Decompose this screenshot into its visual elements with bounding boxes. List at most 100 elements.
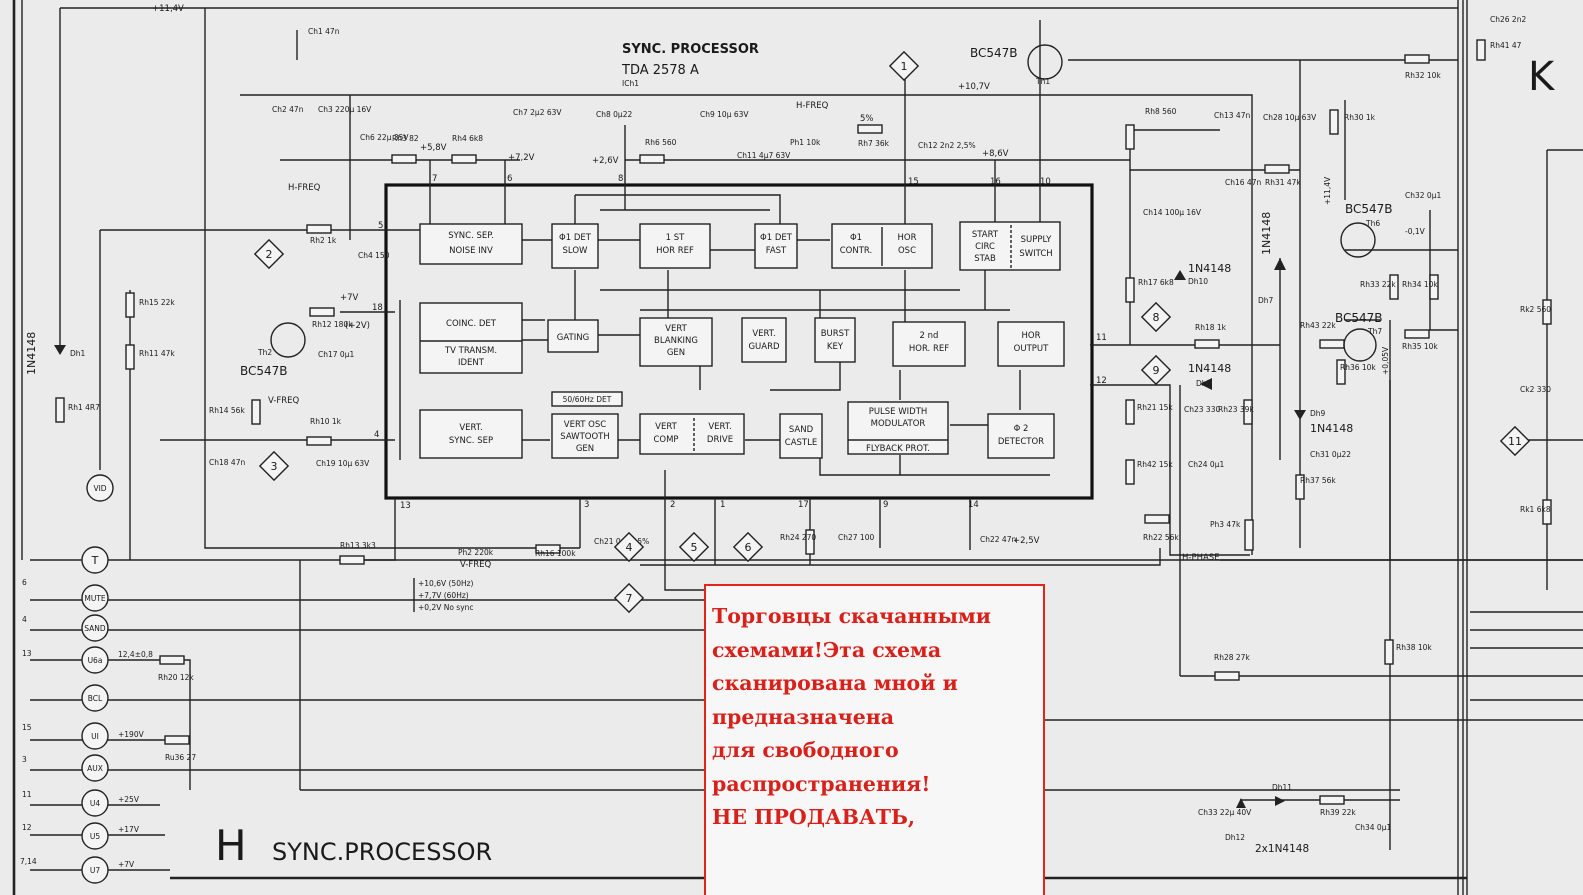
- svg-text:Rh28 27k: Rh28 27k: [1214, 653, 1250, 662]
- pin-number: 9: [883, 500, 888, 510]
- svg-text:1N4148: 1N4148: [1310, 422, 1353, 435]
- svg-text:Ch7 2µ2 63V: Ch7 2µ2 63V: [513, 108, 562, 117]
- svg-text:Ru36 27: Ru36 27: [165, 753, 196, 762]
- svg-text:Ch4 150: Ch4 150: [358, 251, 390, 260]
- svg-text:BC547B: BC547B: [1335, 311, 1383, 325]
- block-label: OUTPUT: [1014, 344, 1049, 354]
- svg-text:Rh43 22k: Rh43 22k: [1300, 321, 1336, 330]
- svg-text:Ch26 2n2: Ch26 2n2: [1490, 15, 1526, 24]
- svg-text:U6a: U6a: [88, 656, 103, 665]
- title-block: SYNC. PROCESSOR TDA 2578 A ICh1: [621, 42, 759, 88]
- semiconductor-labels: BC547B Th1 BC547B Th2 BC547B Th6 BC547B …: [25, 46, 1393, 855]
- voltage: +0,05V: [1381, 346, 1390, 375]
- svg-text:12,4±0,8: 12,4±0,8: [118, 650, 153, 659]
- transistor-th6: [1340, 222, 1376, 258]
- svg-text:7: 7: [626, 592, 633, 605]
- pin-number: 1: [720, 500, 725, 510]
- svg-text:3: 3: [271, 460, 278, 473]
- svg-text:Ch12 2n2 2,5%: Ch12 2n2 2,5%: [918, 141, 976, 150]
- block-label: GATING: [557, 333, 589, 343]
- component-symbols: [55, 39, 1552, 805]
- svg-text:Rh30 1k: Rh30 1k: [1344, 113, 1376, 122]
- svg-text:BC547B: BC547B: [970, 46, 1018, 60]
- svg-text:BC547B: BC547B: [1345, 202, 1393, 216]
- block-label: SAWTOOTH: [560, 432, 609, 442]
- svg-text:Dh10: Dh10: [1188, 277, 1208, 286]
- svg-text:Ch23 330: Ch23 330: [1184, 405, 1220, 414]
- svg-text:SAND: SAND: [84, 624, 106, 633]
- svg-text:Ch11 4µ7 63V: Ch11 4µ7 63V: [737, 151, 791, 160]
- svg-text:Rh2 1k: Rh2 1k: [310, 236, 337, 245]
- svg-text:5: 5: [691, 541, 698, 554]
- transistor-th7: [1343, 328, 1377, 362]
- svg-text:+17V: +17V: [118, 825, 140, 834]
- svg-text:Dh12: Dh12: [1225, 833, 1245, 842]
- block-label: 50/60Hz DET: [563, 395, 612, 404]
- svg-text:Ph1 10k: Ph1 10k: [790, 138, 821, 147]
- svg-text:Ch27 100: Ch27 100: [838, 533, 874, 542]
- section-labels: H SYNC.PROCESSOR K: [215, 54, 1556, 870]
- block-pulse-width: [847, 401, 949, 455]
- block-label: SYNC. SEP.: [448, 231, 494, 241]
- svg-text:Ch22 47n: Ch22 47n: [980, 535, 1016, 544]
- svg-text:Dh2: Dh2: [1196, 379, 1212, 388]
- svg-text:Ch24 0µ1: Ch24 0µ1: [1188, 460, 1224, 469]
- block-phi1-det-fast: [754, 223, 798, 269]
- block-start-circ-stab: [959, 221, 1061, 271]
- pin-number: 3: [584, 500, 589, 510]
- voltage: +8,6V: [982, 149, 1009, 159]
- svg-text:Rh12 180k: Rh12 180k: [312, 320, 353, 329]
- svg-text:Rh33 22k: Rh33 22k: [1360, 280, 1396, 289]
- block-label: BLANKING: [654, 336, 698, 346]
- svg-text:Ch3 220µ 16V: Ch3 220µ 16V: [318, 105, 372, 114]
- svg-text:+25V: +25V: [118, 795, 140, 804]
- svg-text:Ch28 10µ 63V: Ch28 10µ 63V: [1263, 113, 1317, 122]
- svg-text:Ch1 47n: Ch1 47n: [308, 27, 340, 36]
- transistor-th1: [1027, 44, 1063, 80]
- svg-text:+0,2V No sync: +0,2V No sync: [418, 603, 474, 612]
- transistor-th2: [270, 322, 306, 358]
- block-label: COMP: [653, 435, 678, 445]
- svg-text:H-FREQ: H-FREQ: [796, 101, 829, 111]
- svg-text:AUX: AUX: [87, 764, 103, 773]
- block-label: Φ 2: [1014, 424, 1029, 434]
- svg-text:6: 6: [745, 541, 752, 554]
- svg-text:Ch13 47n: Ch13 47n: [1214, 111, 1250, 120]
- svg-text:4: 4: [626, 541, 633, 554]
- svg-text:Rh31 47k: Rh31 47k: [1265, 178, 1301, 187]
- block-label: KEY: [827, 342, 844, 352]
- block-label: DRIVE: [707, 435, 733, 445]
- svg-text:Rh34 10k: Rh34 10k: [1402, 280, 1438, 289]
- svg-text:1: 1: [901, 60, 908, 73]
- block-2nd-hor-ref: [892, 321, 966, 367]
- block-label: CONTR.: [840, 246, 872, 256]
- svg-text:V-FREQ: V-FREQ: [268, 396, 300, 406]
- block-label: SWITCH: [1019, 249, 1052, 259]
- block-label: GEN: [576, 444, 594, 454]
- svg-text:7,14: 7,14: [20, 857, 37, 866]
- block-label: VERT OSC: [564, 420, 606, 430]
- svg-text:Rh32 10k: Rh32 10k: [1405, 71, 1441, 80]
- svg-text:2x1N4148: 2x1N4148: [1255, 843, 1309, 855]
- svg-text:BCL: BCL: [88, 694, 103, 703]
- svg-text:Rh21 15k: Rh21 15k: [1137, 403, 1173, 412]
- block-label: FLYBACK PROT.: [866, 444, 930, 454]
- svg-text:1N4148: 1N4148: [1188, 262, 1231, 275]
- svg-text:U5: U5: [90, 832, 100, 841]
- block-phi2-detector: [987, 413, 1055, 459]
- component-labels: Ch1 47n Ch2 47n Ch3 220µ 16V Ch6 22µ 35V…: [68, 15, 1551, 832]
- diode-dh12: [1236, 798, 1246, 808]
- voltage: +11,4V: [1323, 176, 1332, 205]
- block-labels: SYNC. SEP. NOISE INV Φ1 DET SLOW 1 ST HO…: [444, 230, 1053, 454]
- svg-text:Th7: Th7: [1367, 327, 1382, 336]
- block-label: HOR: [898, 233, 917, 243]
- svg-text:11: 11: [1508, 435, 1522, 448]
- block-label: VERT: [655, 422, 677, 432]
- svg-text:Rh38 10k: Rh38 10k: [1396, 643, 1432, 652]
- diode-dh11: [1275, 796, 1285, 806]
- svg-text:Rh16 100k: Rh16 100k: [535, 549, 576, 558]
- voltage-labels: +11,4V +5,8V +7,2V +2,6V +8,6V +10,7V +7…: [152, 4, 1426, 546]
- block-sand-castle: [779, 413, 823, 459]
- svg-text:Ch18 47n: Ch18 47n: [209, 458, 245, 467]
